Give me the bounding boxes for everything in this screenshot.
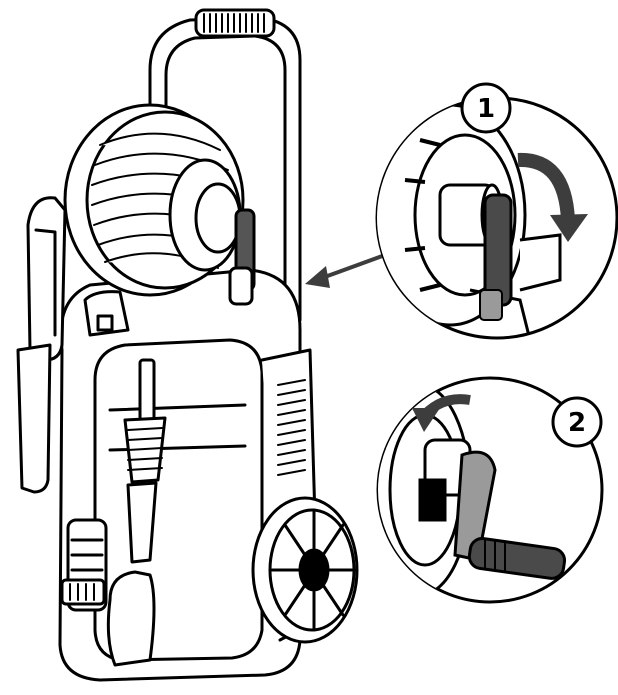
outlet-fitting: [60, 578, 106, 606]
step-badge-1: 1: [460, 82, 512, 134]
step-badge-2: 2: [551, 396, 603, 448]
step-number-2: 2: [568, 408, 586, 438]
detail-step-2: 2: [376, 376, 604, 604]
crank-handle-icon: [479, 193, 513, 321]
pressure-washer: [16, 8, 359, 682]
wheel: [251, 496, 359, 644]
spray-lance: [106, 358, 167, 667]
handle-grip: [203, 13, 265, 33]
machine-body: [58, 268, 302, 682]
reel-crank: [228, 208, 256, 306]
pointer-arrow-icon: [305, 253, 386, 288]
hose-reel: [63, 103, 245, 297]
crank-handle-extended: [453, 450, 567, 580]
curved-arrow-icon: [517, 152, 588, 242]
detail-step-1: 1: [375, 82, 618, 340]
gun-holder: [16, 196, 67, 494]
trolley-handle: [148, 8, 302, 332]
step-number-1: 1: [477, 94, 495, 124]
rotation-arrow-icon: [412, 394, 471, 432]
